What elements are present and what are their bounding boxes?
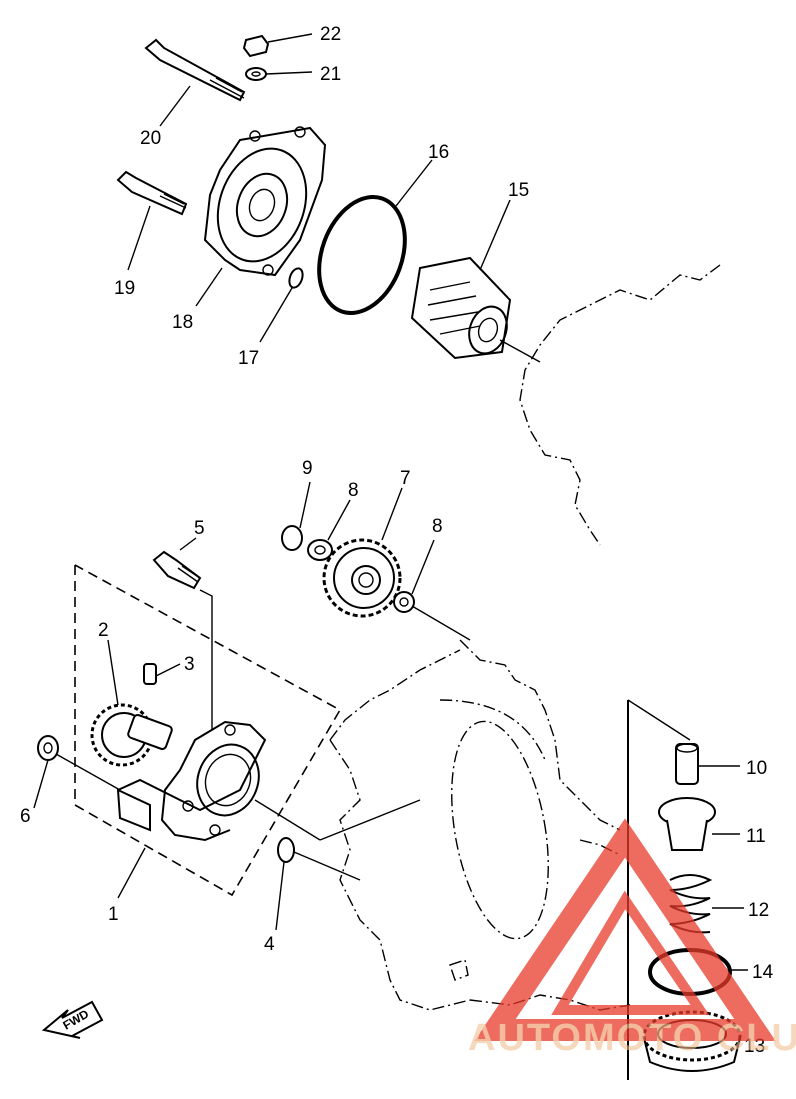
callout-labels: 22 21 20 19 18 17 16 15 9 8 7 8 5 3 2 6 … xyxy=(20,24,774,1057)
relief-valve-bracket xyxy=(627,699,691,1080)
callout-22: 22 xyxy=(320,24,341,45)
filter-cover-18 xyxy=(195,126,327,307)
callout-18: 18 xyxy=(172,312,193,333)
bushing-6 xyxy=(33,735,121,809)
bolt-19 xyxy=(116,170,188,271)
oil-filter-15 xyxy=(410,199,541,363)
callout-11: 11 xyxy=(746,826,766,847)
circlip-4 xyxy=(275,837,361,931)
callout-15: 15 xyxy=(508,180,529,201)
watermark-logo: AUTOMOTO CLUB xyxy=(468,818,796,1059)
washer-8-upper xyxy=(307,499,351,561)
callout-10: 10 xyxy=(746,758,767,779)
gear-7 xyxy=(322,487,403,618)
o-ring-16 xyxy=(317,159,433,316)
callout-6: 6 xyxy=(20,806,31,827)
forward-arrow-icon: FWD xyxy=(41,1000,104,1039)
callout-8-upper: 8 xyxy=(348,480,359,501)
oil-pump-1 xyxy=(116,720,421,899)
callout-2: 2 xyxy=(98,620,109,641)
washer-21 xyxy=(245,67,313,81)
callout-19: 19 xyxy=(114,278,135,299)
washer-8-lower xyxy=(393,539,471,641)
watermark-text: AUTOMOTO CLUB xyxy=(468,1017,796,1059)
callout-20: 20 xyxy=(140,128,161,149)
bolt-22 xyxy=(242,33,313,58)
bolt-20 xyxy=(144,38,246,127)
bolt-5 xyxy=(152,537,213,730)
callout-3: 3 xyxy=(184,654,195,675)
callout-13: 13 xyxy=(744,1036,765,1057)
callout-9: 9 xyxy=(302,458,313,479)
gear-2 xyxy=(90,639,173,767)
callout-21: 21 xyxy=(320,64,341,85)
o-ring-17 xyxy=(259,267,304,343)
callout-16: 16 xyxy=(428,142,449,163)
plug-11 xyxy=(658,797,740,851)
callout-7: 7 xyxy=(400,468,411,489)
callout-17: 17 xyxy=(238,348,259,369)
callout-14: 14 xyxy=(752,962,774,983)
callout-8-lower: 8 xyxy=(432,516,443,537)
callout-4: 4 xyxy=(264,934,275,955)
pin-3 xyxy=(143,663,181,685)
callout-5: 5 xyxy=(194,518,205,539)
pump-assembly-outline xyxy=(74,564,342,897)
callout-12: 12 xyxy=(748,900,769,921)
callout-1: 1 xyxy=(108,904,119,925)
pin-10 xyxy=(675,743,740,785)
circlip-9 xyxy=(281,481,311,551)
